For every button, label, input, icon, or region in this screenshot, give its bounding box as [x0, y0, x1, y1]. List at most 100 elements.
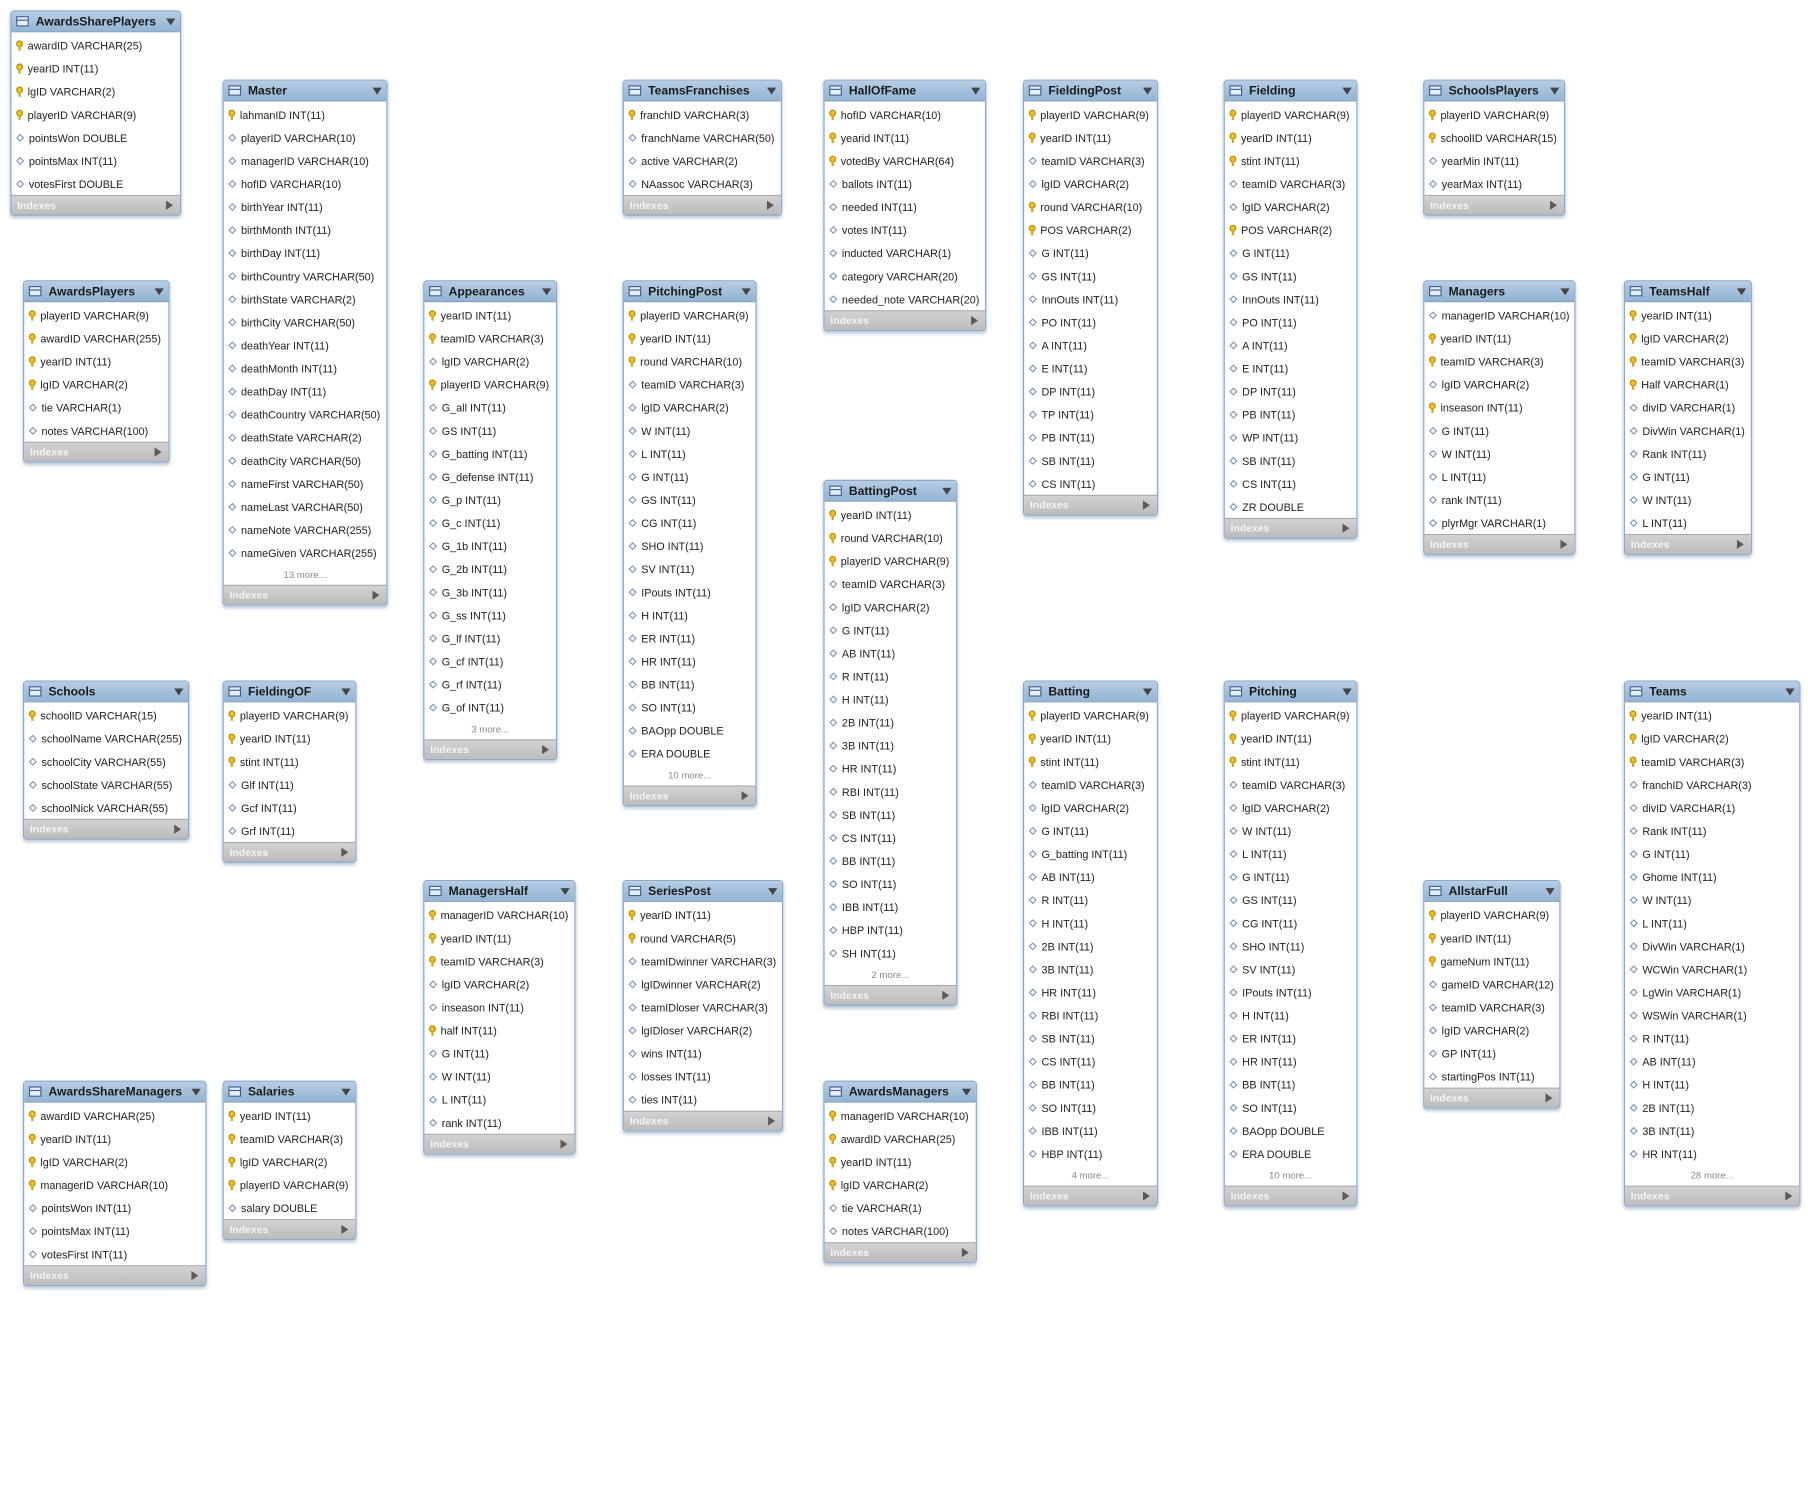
expand-arrow-icon[interactable]: [942, 990, 950, 1000]
column-row[interactable]: H INT(11): [1024, 911, 1157, 934]
collapse-arrow-icon[interactable]: [942, 487, 952, 495]
column-row[interactable]: gameNum INT(11): [1424, 949, 1559, 972]
column-row[interactable]: G_lf INT(11): [424, 626, 555, 649]
column-row[interactable]: G_all INT(11): [424, 396, 555, 419]
column-row[interactable]: G INT(11): [1024, 819, 1157, 842]
expand-arrow-icon[interactable]: [341, 847, 349, 857]
column-row[interactable]: playerID VARCHAR(9): [1024, 704, 1157, 727]
table-header[interactable]: AwardsShareManagers: [24, 1081, 206, 1103]
indexes-section[interactable]: Indexes: [824, 1242, 976, 1262]
column-row[interactable]: RBI INT(11): [1024, 1003, 1157, 1026]
column-row[interactable]: teamID VARCHAR(3): [825, 572, 956, 595]
column-row[interactable]: schoolState VARCHAR(55): [24, 773, 188, 796]
column-row[interactable]: losses INT(11): [624, 1065, 782, 1088]
collapse-arrow-icon[interactable]: [741, 287, 751, 295]
column-row[interactable]: teamID VARCHAR(3): [1024, 773, 1157, 796]
column-row[interactable]: RBI INT(11): [825, 780, 956, 803]
expand-arrow-icon[interactable]: [1560, 539, 1568, 549]
column-row[interactable]: NAassoc VARCHAR(3): [624, 172, 781, 195]
column-row[interactable]: L INT(11): [1625, 511, 1751, 534]
column-row[interactable]: 2B INT(11): [1024, 934, 1157, 957]
indexes-section[interactable]: Indexes: [1024, 494, 1157, 515]
column-row[interactable]: lgID VARCHAR(2): [1024, 796, 1157, 819]
column-row[interactable]: SO INT(11): [624, 695, 755, 718]
column-row[interactable]: Rank INT(11): [1625, 442, 1751, 465]
column-row[interactable]: 2B INT(11): [825, 710, 956, 733]
collapse-arrow-icon[interactable]: [154, 287, 164, 295]
column-row[interactable]: yearID INT(11): [424, 926, 574, 949]
column-row[interactable]: yearID INT(11): [224, 727, 355, 750]
indexes-section[interactable]: Indexes: [824, 984, 957, 1005]
table-header[interactable]: Teams: [1625, 681, 1800, 703]
expand-arrow-icon[interactable]: [1736, 539, 1744, 549]
column-row[interactable]: HR INT(11): [1225, 1050, 1356, 1073]
table-header[interactable]: SchoolsPlayers: [1424, 80, 1564, 102]
column-row[interactable]: G_rf INT(11): [424, 672, 555, 695]
expand-arrow-icon[interactable]: [1550, 200, 1557, 210]
column-row[interactable]: stint INT(11): [1024, 750, 1157, 773]
column-row[interactable]: CS INT(11): [1024, 1050, 1157, 1073]
collapse-arrow-icon[interactable]: [1342, 687, 1352, 695]
expand-arrow-icon[interactable]: [1342, 523, 1350, 533]
indexes-section[interactable]: Indexes: [1625, 533, 1751, 554]
column-row[interactable]: A INT(11): [1225, 333, 1356, 356]
column-row[interactable]: BB INT(11): [1225, 1073, 1356, 1096]
column-row[interactable]: tie VARCHAR(1): [24, 396, 168, 419]
column-row[interactable]: 3B INT(11): [1024, 957, 1157, 980]
indexes-section[interactable]: Indexes: [223, 1219, 356, 1239]
column-row[interactable]: G INT(11): [1625, 465, 1751, 488]
column-row[interactable]: playerID VARCHAR(9): [1424, 103, 1564, 126]
expand-arrow-icon[interactable]: [1342, 1191, 1350, 1201]
column-row[interactable]: stint INT(11): [1225, 750, 1356, 773]
column-row[interactable]: ER INT(11): [624, 626, 755, 649]
column-row[interactable]: AB INT(11): [1024, 865, 1157, 888]
column-row[interactable]: gameID VARCHAR(12): [1424, 972, 1559, 995]
column-row[interactable]: deathYear INT(11): [224, 333, 387, 356]
column-row[interactable]: playerID VARCHAR(9): [424, 373, 555, 396]
indexes-section[interactable]: Indexes: [1224, 1185, 1357, 1206]
column-row[interactable]: SB INT(11): [1225, 449, 1356, 472]
column-row[interactable]: L INT(11): [624, 442, 755, 465]
column-row[interactable]: SO INT(11): [1024, 1096, 1157, 1119]
column-row[interactable]: managerID VARCHAR(10): [1424, 303, 1574, 326]
collapse-arrow-icon[interactable]: [1736, 287, 1747, 295]
column-row[interactable]: HR INT(11): [825, 757, 956, 780]
column-row[interactable]: SV INT(11): [624, 557, 755, 580]
indexes-section[interactable]: Indexes: [223, 584, 387, 605]
more-columns-label[interactable]: 2 more...: [871, 968, 910, 981]
column-row[interactable]: birthState VARCHAR(2): [224, 287, 387, 310]
column-row[interactable]: managerID VARCHAR(10): [24, 1173, 205, 1196]
column-row[interactable]: plyrMgr VARCHAR(1): [1424, 511, 1574, 534]
column-row[interactable]: half INT(11): [424, 1018, 574, 1041]
expand-arrow-icon[interactable]: [766, 200, 774, 210]
column-row[interactable]: notes VARCHAR(100): [825, 1219, 976, 1242]
column-row[interactable]: G_3b INT(11): [424, 580, 555, 603]
column-row[interactable]: IPouts INT(11): [1225, 980, 1356, 1003]
column-row[interactable]: POS VARCHAR(2): [1225, 218, 1356, 241]
column-row[interactable]: CS INT(11): [825, 826, 956, 849]
column-row[interactable]: SB INT(11): [1024, 449, 1157, 472]
column-row[interactable]: schoolID VARCHAR(15): [24, 704, 188, 727]
column-row[interactable]: SHO INT(11): [624, 534, 755, 557]
expand-arrow-icon[interactable]: [1142, 500, 1150, 510]
column-row[interactable]: teamID VARCHAR(3): [424, 949, 574, 972]
column-row[interactable]: SH INT(11): [825, 941, 956, 964]
column-row[interactable]: teamIDloser VARCHAR(3): [624, 995, 782, 1018]
indexes-section[interactable]: Indexes: [223, 841, 356, 862]
column-row[interactable]: pointsWon DOUBLE: [12, 126, 180, 149]
column-row[interactable]: Glf INT(11): [224, 773, 355, 796]
column-row[interactable]: A INT(11): [1024, 333, 1157, 356]
collapse-arrow-icon[interactable]: [1550, 87, 1560, 94]
column-row[interactable]: rank INT(11): [1424, 488, 1574, 511]
column-row[interactable]: Gcf INT(11): [224, 796, 355, 819]
column-row[interactable]: lgID VARCHAR(2): [1625, 326, 1751, 349]
collapse-arrow-icon[interactable]: [1785, 687, 1795, 695]
